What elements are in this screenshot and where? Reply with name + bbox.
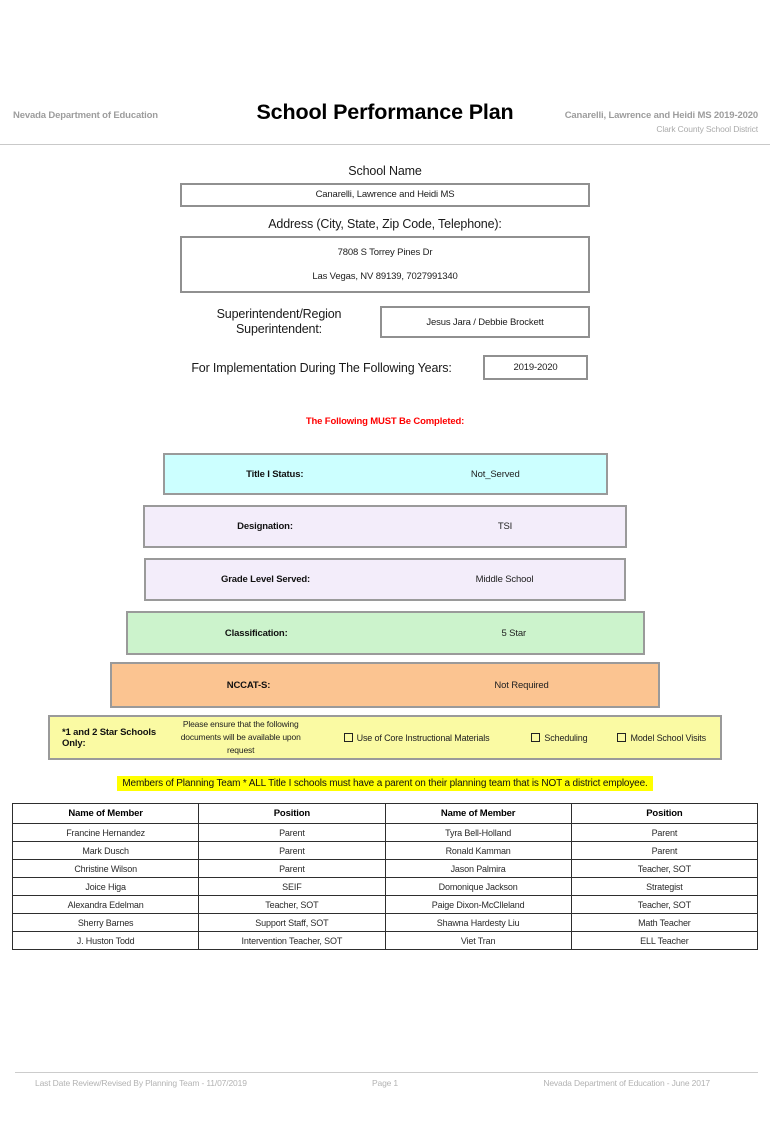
table-row: Christine Wilson Parent Jason Palmira Te… — [11, 859, 759, 878]
header-divider — [0, 144, 770, 145]
checkbox-icon[interactable] — [617, 733, 627, 742]
member-position: Parent — [198, 823, 386, 842]
member-name: Alexandra Edelman — [11, 895, 200, 914]
nccat-s-row: NCCAT-S: Not Required — [110, 662, 660, 708]
designation-value: TSI — [497, 521, 513, 532]
status-section: Title I Status: Not_Served Designation: … — [0, 453, 770, 708]
classification-row: Classification: 5 Star — [125, 611, 645, 655]
member-position: Teacher, SOT — [198, 895, 386, 914]
table-row: Joice Higa SEIF Domonique Jackson Strate… — [11, 877, 759, 896]
member-position: Support Staff, SOT — [198, 913, 386, 932]
header-school-year: Canarelli, Lawrence and Heidi MS 2019-20… — [564, 110, 758, 121]
col-header-name-1: Name of Member — [11, 803, 200, 824]
designation-label: Designation: — [237, 521, 293, 532]
checkbox-scheduling-label: Scheduling — [544, 732, 588, 743]
grade-level-value: Middle School — [475, 574, 534, 585]
page-footer: Page 1 Last Date Review/Revised By Plann… — [0, 1072, 770, 1102]
planning-team-notice: Members of Planning Team * ALL Title I s… — [117, 776, 653, 791]
member-name: Tyra Bell-Holland — [384, 823, 572, 842]
member-name: Sherry Barnes — [11, 913, 200, 932]
footer-revision-date: Last Date Review/Revised By Planning Tea… — [35, 1078, 247, 1088]
member-name: J. Huston Todd — [11, 931, 200, 950]
implementation-row: For Implementation During The Following … — [180, 355, 590, 380]
member-name: Ronald Kamman — [384, 841, 572, 860]
table-header-row: Name of Member Position Name of Member P… — [11, 803, 759, 824]
table-row: J. Huston Todd Intervention Teacher, SOT… — [11, 931, 759, 950]
page-header: Nevada Department of Education Canarelli… — [0, 100, 770, 145]
address-line-2: Las Vegas, NV 89139, 7027991340 — [312, 271, 458, 282]
checkbox-icon[interactable] — [531, 733, 541, 742]
superintendent-row: Superintendent/Region Superintendent: Je… — [180, 306, 590, 338]
checkbox-model-visits[interactable]: Model School Visits — [617, 733, 706, 743]
nccat-s-label: NCCAT-S: — [226, 679, 271, 691]
checkbox-scheduling[interactable]: Scheduling — [531, 732, 588, 743]
header-agency: Nevada Department of Education — [13, 110, 158, 121]
classification-value: 5 Star — [501, 627, 527, 639]
member-position: Teacher, SOT — [570, 859, 759, 878]
col-header-position-1: Position — [198, 803, 386, 824]
title-i-status-value: Not_Served — [470, 468, 520, 480]
checkbox-model-visits-label: Model School Visits — [630, 732, 706, 743]
member-position: Teacher, SOT — [570, 895, 759, 914]
member-position: Math Teacher — [570, 913, 759, 932]
classification-label: Classification: — [224, 627, 288, 639]
member-position: Parent — [570, 841, 759, 860]
member-name: Jason Palmira — [384, 859, 572, 878]
superintendent-field[interactable]: Jesus Jara / Debbie Brockett — [380, 306, 590, 338]
member-position: Parent — [198, 841, 386, 860]
table-row: Alexandra Edelman Teacher, SOT Paige Dix… — [11, 895, 759, 914]
col-header-name-2: Name of Member — [384, 803, 572, 824]
member-name: Viet Tran — [384, 931, 572, 950]
member-name: Christine Wilson — [11, 859, 200, 878]
member-name: Mark Dusch — [11, 841, 200, 860]
footer-source: Nevada Department of Education - June 20… — [543, 1078, 710, 1088]
member-position: ELL Teacher — [570, 931, 759, 950]
member-name: Domonique Jackson — [384, 877, 572, 896]
member-position: Intervention Teacher, SOT — [198, 931, 386, 950]
school-name-label: School Name — [348, 164, 422, 178]
address-label: Address (City, State, Zip Code, Telephon… — [268, 217, 502, 231]
checkbox-icon[interactable] — [343, 733, 353, 742]
table-row: Francine Hernandez Parent Tyra Bell-Holl… — [11, 823, 759, 842]
designation-row: Designation: TSI — [143, 505, 627, 548]
title-i-status-label: Title I Status: — [246, 468, 304, 480]
table-row: Sherry Barnes Support Staff, SOT Shawna … — [11, 913, 759, 932]
member-position: SEIF — [198, 877, 386, 896]
table-row: Mark Dusch Parent Ronald Kamman Parent — [11, 841, 759, 860]
checkbox-core-materials-label: Use of Core Instructional Materials — [356, 732, 490, 743]
star-schools-instruction: Please ensure that the following documen… — [168, 718, 314, 756]
instruction-line-1: Please ensure that the following — [182, 719, 299, 730]
member-position: Parent — [570, 823, 759, 842]
col-header-position-2: Position — [570, 803, 759, 824]
member-position: Strategist — [570, 877, 759, 896]
address-field[interactable]: 7808 S Torrey Pines Dr Las Vegas, NV 891… — [180, 236, 590, 293]
grade-level-row: Grade Level Served: Middle School — [144, 558, 626, 601]
must-complete-notice: The Following MUST Be Completed: — [305, 416, 465, 427]
address-line-1: 7808 S Torrey Pines Dr — [337, 247, 433, 258]
page-title: School Performance Plan — [256, 100, 514, 124]
header-district: Clark County School District — [656, 124, 758, 134]
school-name-field[interactable]: Canarelli, Lawrence and Heidi MS — [180, 183, 590, 207]
planning-team-notice-wrap: Members of Planning Team * ALL Title I s… — [0, 773, 770, 791]
star-schools-label: *1 and 2 Star Schools Only: — [62, 726, 156, 749]
grade-level-label: Grade Level Served: — [220, 574, 311, 585]
member-name: Francine Hernandez — [11, 823, 200, 842]
member-name: Paige Dixon-McClleland — [384, 895, 572, 914]
title-i-status-row: Title I Status: Not_Served — [162, 453, 608, 495]
footer-divider — [15, 1072, 758, 1073]
member-name: Shawna Hardesty Liu — [384, 913, 572, 932]
member-name: Joice Higa — [11, 877, 200, 896]
implementation-field[interactable]: 2019-2020 — [483, 355, 588, 380]
star-schools-box: *1 and 2 Star Schools Only: Please ensur… — [48, 715, 722, 760]
nccat-s-value: Not Required — [494, 679, 549, 691]
superintendent-label: Superintendent/Region Superintendent: — [216, 307, 342, 336]
implementation-label: For Implementation During The Following … — [191, 360, 452, 375]
members-table: Name of Member Position Name of Member P… — [11, 803, 759, 950]
instruction-line-2: documents will be available upon request — [180, 732, 301, 755]
member-position: Parent — [198, 859, 386, 878]
checkbox-core-materials[interactable]: Use of Core Instructional Materials — [343, 732, 490, 743]
